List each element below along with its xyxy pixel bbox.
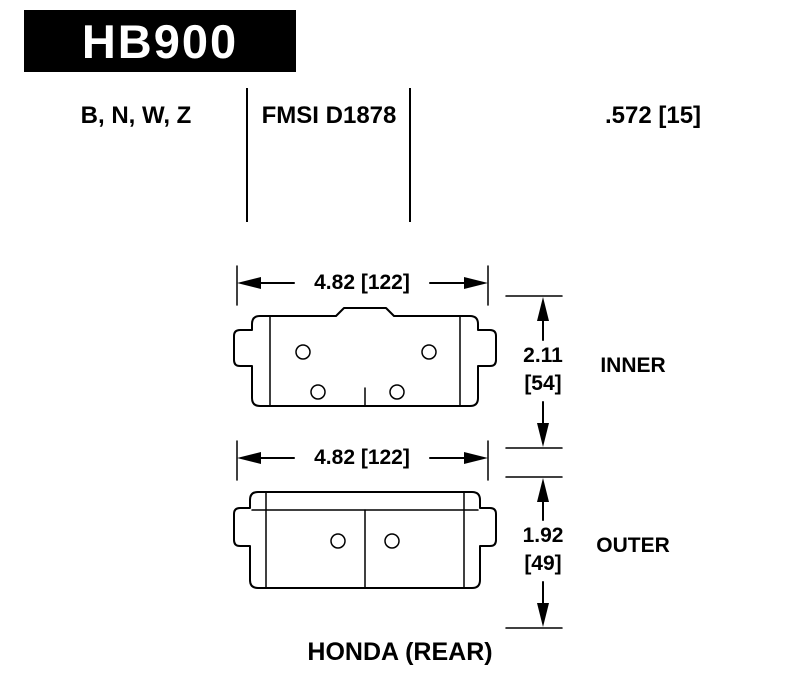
part-number-badge: HB900 bbox=[24, 10, 296, 72]
outer-height-value: 1.92 bbox=[522, 524, 564, 547]
up-arrowhead bbox=[537, 478, 549, 502]
fmsi-number-label: FMSI D1878 bbox=[261, 102, 397, 129]
vehicle-application-label: HONDA (REAR) bbox=[307, 638, 493, 666]
inner-pad-drawing bbox=[233, 307, 497, 407]
outer-height-bracket: [49] bbox=[524, 552, 562, 575]
outer-pad-label: OUTER bbox=[596, 534, 670, 557]
inner-height-value: 2.11 bbox=[523, 344, 563, 367]
outer-width-dimension: 4.82 [122] bbox=[314, 446, 410, 469]
part-number: HB900 bbox=[81, 14, 239, 68]
inner-pad-hole bbox=[389, 384, 405, 400]
inner-pad-hole bbox=[295, 344, 311, 360]
inner-height-bracket: [54] bbox=[524, 372, 562, 395]
inner-pad-outline bbox=[233, 307, 497, 407]
left-arrowhead bbox=[237, 277, 261, 289]
inner-pad-label: INNER bbox=[600, 354, 666, 377]
pad-thickness-label: .572 [15] bbox=[604, 102, 702, 129]
left-arrowhead bbox=[237, 452, 261, 464]
outer-pad-outline bbox=[233, 491, 497, 589]
outer-pad-hole bbox=[384, 533, 400, 549]
header-divider-line bbox=[246, 88, 248, 222]
outer-pad-drawing bbox=[233, 491, 497, 589]
outer-pad-hole bbox=[330, 533, 346, 549]
right-arrowhead bbox=[464, 277, 488, 289]
header-divider-line bbox=[409, 88, 411, 222]
down-arrowhead bbox=[537, 603, 549, 627]
right-arrowhead bbox=[464, 452, 488, 464]
inner-pad-hole bbox=[310, 384, 326, 400]
inner-pad-hole bbox=[421, 344, 437, 360]
up-arrowhead bbox=[537, 297, 549, 321]
compound-codes-label: B, N, W, Z bbox=[80, 102, 192, 129]
down-arrowhead bbox=[537, 423, 549, 447]
inner-width-dimension: 4.82 [122] bbox=[314, 271, 410, 294]
